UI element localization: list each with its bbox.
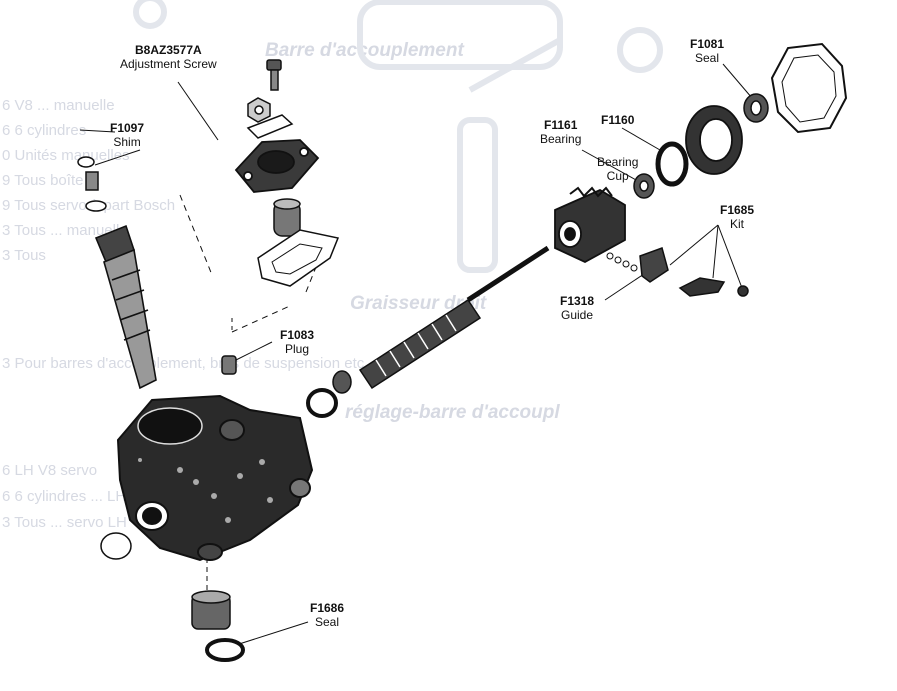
sector-shaft-part [94, 224, 157, 390]
seal-part [743, 93, 769, 123]
part-name: Seal [315, 615, 340, 629]
part-number: F1318 [560, 294, 595, 308]
ghost-row: 9 Tous boîte ... [2, 172, 101, 189]
ghost-heading-2: Graisseur droit [350, 293, 487, 314]
large-seal-part [685, 105, 743, 175]
side-cover-part [234, 139, 320, 193]
part-name: Bearing Cup [597, 155, 639, 183]
part-number: F1097 [110, 121, 145, 135]
callout-f1097: F1097 Shim [110, 121, 144, 149]
nut-part [247, 97, 271, 123]
ghost-row: 3 Pour barres d'accouplement, bras de su… [2, 355, 369, 372]
ghost-row: 6 6 cylindres ... LH [2, 488, 127, 505]
bearing-cup-part [655, 141, 689, 187]
leader-lines [79, 63, 753, 646]
ghost-row: 6 6 cylindres [2, 122, 87, 139]
callout-f1161: F1161 Bearing [540, 118, 581, 146]
ghost-row: 3 Tous ... manuelle [2, 222, 128, 239]
guide-part [639, 247, 669, 283]
part-name: Bearing [540, 132, 582, 146]
bushing-part [273, 198, 301, 237]
callout-f1081: F1081 Seal [690, 37, 724, 65]
end-cover-ring-part [770, 42, 848, 134]
shim-part [77, 156, 107, 212]
bearing-part [633, 173, 655, 199]
callout-b8az3577a: B8AZ3577A Adjustment Screw [120, 43, 217, 71]
callout-f1083: F1083 Plug [280, 328, 314, 356]
plug-part [221, 355, 237, 375]
callout-f1685: F1685 Kit [720, 203, 754, 231]
part-number: F1160 [601, 113, 635, 127]
ghost-row: 3 Tous ... servo LH [2, 514, 127, 531]
ghost-row: 6 LH V8 servo [2, 462, 98, 479]
ghost-heading-3: réglage-barre d'accoupl [345, 402, 560, 423]
worm-bearing-part [306, 370, 352, 418]
ball-nut-part [554, 186, 626, 264]
part-name: Guide [561, 308, 594, 322]
adjustment-screw-part [266, 59, 282, 91]
callout-f1160: F1160 Bearing Cup [597, 85, 638, 197]
part-number: F1685 [720, 203, 755, 217]
part-name: Plug [285, 342, 310, 356]
bottom-bushing-part [191, 590, 231, 630]
ghost-background-shapes [133, 0, 663, 273]
small-gasket-part [246, 114, 294, 139]
housing-plug-disk [100, 532, 132, 560]
balls-part [606, 252, 638, 272]
part-number: F1161 [544, 118, 578, 132]
cover-gasket-part [257, 229, 340, 287]
part-number: F1081 [690, 37, 725, 51]
part-name: Seal [695, 51, 720, 65]
ghost-heading-1: Barre d'accouplement [265, 40, 464, 61]
ghost-row: 3 Tous [2, 247, 46, 264]
ghost-row: 0 Unités manuelles [2, 147, 130, 164]
callout-f1686: F1686 Seal [310, 601, 344, 629]
kit-parts [678, 277, 749, 297]
ghost-row: 6 V8 ... manuelle [2, 97, 115, 114]
part-name: Shim [113, 135, 141, 149]
callout-f1318: F1318 Guide [560, 294, 594, 322]
part-number: B8AZ3577A [135, 43, 202, 57]
part-number: F1083 [280, 328, 315, 342]
part-name: Adjustment Screw [120, 57, 217, 71]
gear-housing-part [116, 394, 314, 562]
worm-shaft-part [358, 245, 550, 390]
part-number: F1686 [310, 601, 345, 615]
part-name: Kit [730, 217, 745, 231]
bottom-seal-part [205, 638, 245, 662]
